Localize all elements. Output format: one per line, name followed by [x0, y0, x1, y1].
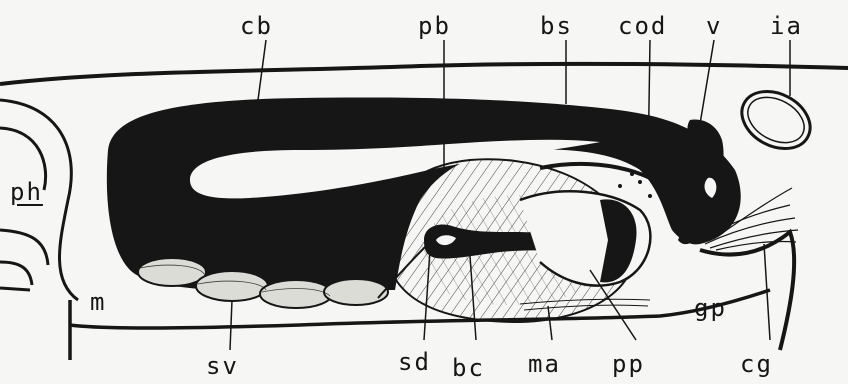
label-bs: bs: [540, 14, 573, 38]
label-ia: ia: [770, 14, 803, 38]
label-sd: sd: [398, 350, 431, 374]
label-sv: sv: [206, 354, 239, 378]
label-cod: cod: [618, 14, 667, 38]
label-cg: cg: [740, 352, 773, 376]
genital-pore: [700, 232, 794, 350]
dorsal-outline: [0, 64, 848, 84]
label-ph: ph: [10, 180, 43, 204]
label-bc: bc: [452, 356, 485, 380]
label-cb: cb: [240, 14, 273, 38]
label-pb: pb: [418, 14, 451, 38]
label-ma: ma: [528, 352, 561, 376]
label-gp: gp: [694, 296, 727, 320]
label-pp: pp: [612, 352, 645, 376]
label-m: m: [90, 290, 106, 314]
label-v: v: [706, 14, 722, 38]
ia-structure: [732, 80, 820, 160]
